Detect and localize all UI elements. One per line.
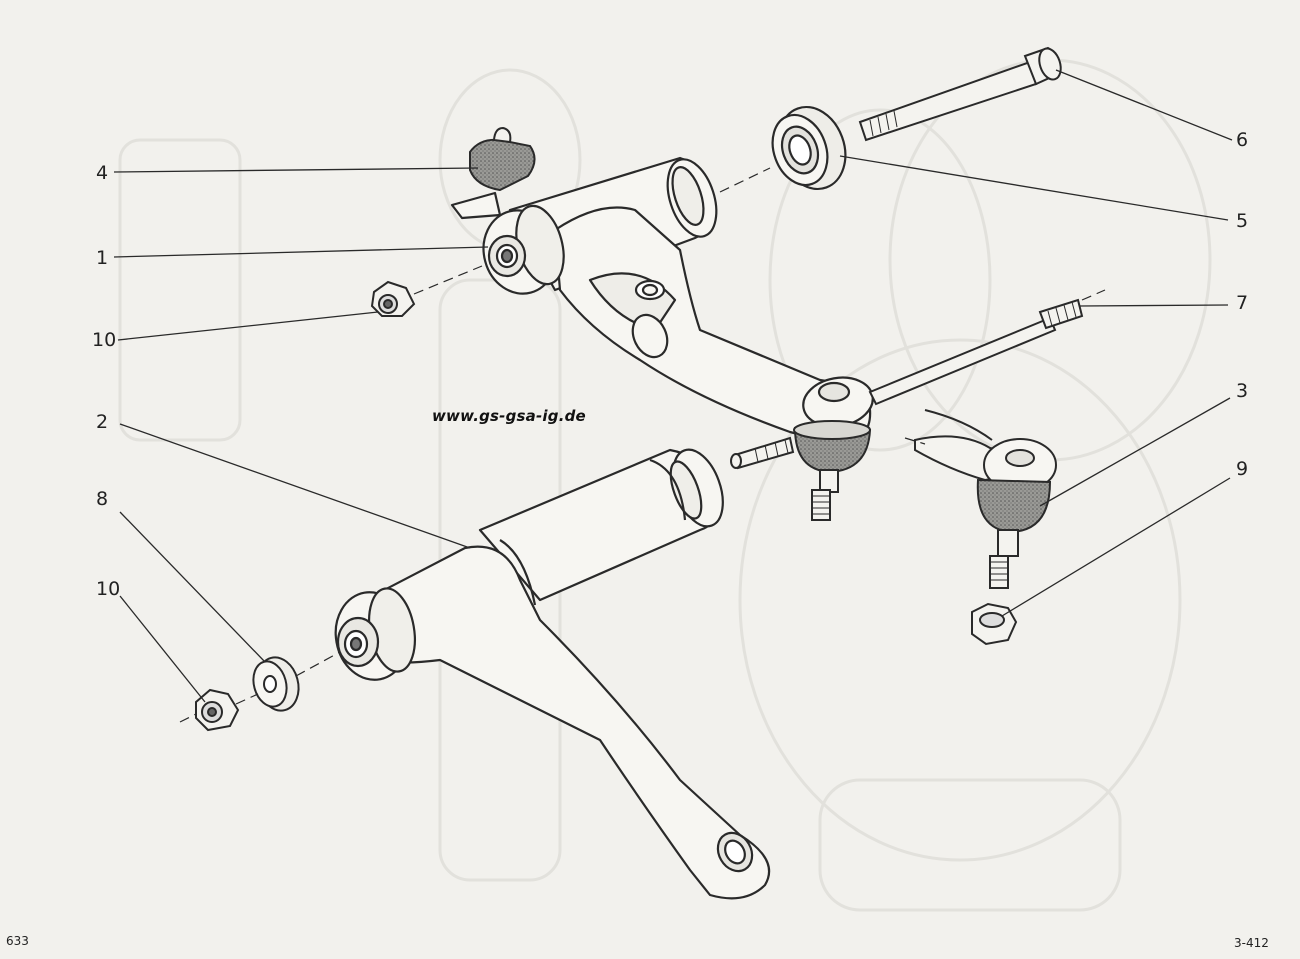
callout-8: 8 — [96, 488, 109, 510]
upper-ball-joint — [793, 420, 872, 521]
callout-2: 2 — [96, 411, 109, 433]
assembly-axes — [179, 167, 1106, 723]
callout-5: 5 — [1236, 210, 1249, 232]
callout-4: 4 — [96, 162, 109, 184]
callout-6: 6 — [1236, 129, 1249, 151]
nut-9 — [971, 602, 1018, 646]
callout-10-upper: 10 — [92, 329, 117, 351]
rubber-stop — [469, 126, 536, 192]
nut-upper — [370, 280, 416, 317]
page-number-right: 3-412 — [1234, 936, 1269, 950]
bushing-seal — [771, 105, 847, 191]
leader-lines — [113, 69, 1233, 703]
callout-9: 9 — [1236, 458, 1249, 480]
lower-wishbone-arm — [334, 448, 771, 900]
website-watermark: www.gs-gsa-ig.de — [432, 407, 586, 425]
short-bolt — [730, 436, 795, 470]
ball-joint-assembly — [914, 409, 1057, 589]
callout-3: 3 — [1236, 380, 1249, 402]
page-number-left: 633 — [6, 934, 29, 948]
long-bolt — [858, 46, 1062, 142]
upper-wishbone-arm — [450, 156, 874, 447]
callout-10-lower: 10 — [96, 578, 121, 600]
callout-1: 1 — [96, 247, 109, 269]
washer-8 — [252, 656, 300, 712]
nut-lower — [195, 688, 240, 732]
threaded-rod — [868, 298, 1084, 406]
callout-7: 7 — [1236, 292, 1249, 314]
